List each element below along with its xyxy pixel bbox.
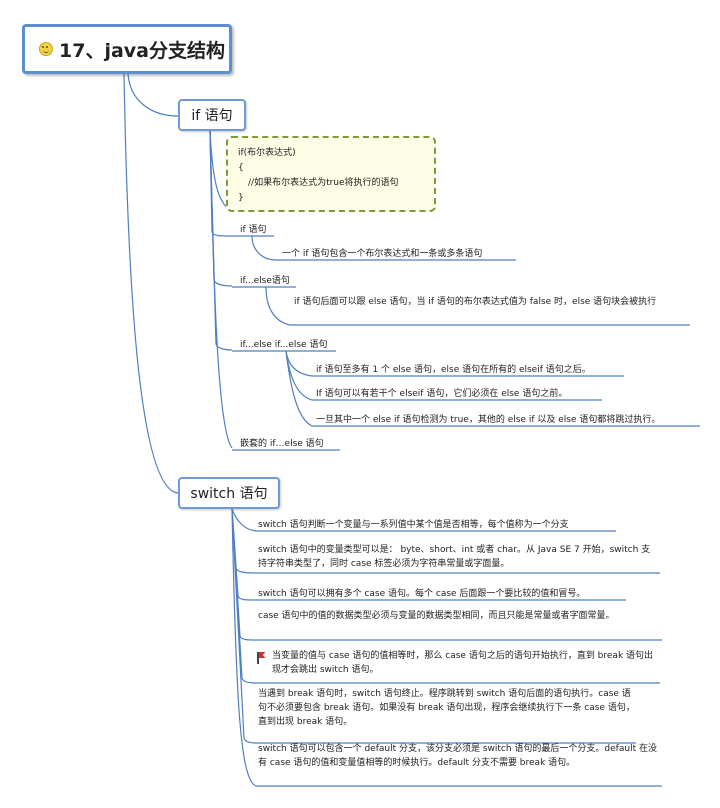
- smiley-icon: [39, 42, 53, 56]
- root-title: 17、java分支结构: [59, 39, 225, 62]
- switch-branch-label: switch 语句: [190, 486, 268, 502]
- switch-item-2[interactable]: switch 语句中的变量类型可以是： byte、short、int 或者 ch…: [258, 545, 651, 569]
- code-line-3: //如果布尔表达式为true将执行的语句: [248, 178, 399, 188]
- if-else-if-item-1[interactable]: if 语句至多有 1 个 else 语句，else 语句在所有的 elseif …: [316, 365, 591, 375]
- root-node[interactable]: 17、java分支结构: [22, 24, 232, 74]
- if-branch-label: if 语句: [191, 108, 233, 124]
- switch-item-7[interactable]: switch 语句可以包含一个 default 分支，该分支必须是 switch…: [258, 744, 657, 768]
- switch-item-4[interactable]: case 语句中的值的数据类型必须与变量的数据类型相同，而且只能是常量或者字面常…: [258, 611, 615, 621]
- switch-branch-node[interactable]: switch 语句: [178, 477, 280, 509]
- if-else-if-node[interactable]: if...else if...else 语句: [240, 340, 328, 350]
- code-line-4: }: [238, 193, 244, 203]
- if-node-desc[interactable]: 一个 if 语句包含一个布尔表达式和一条或多条语句: [282, 249, 483, 259]
- if-else-if-item-2[interactable]: If 语句可以有若干个 elseif 语句，它们必须在 else 语句之前。: [316, 389, 568, 399]
- if-branch-node[interactable]: if 语句: [178, 99, 246, 131]
- if-else-node[interactable]: if...else语句: [240, 276, 290, 286]
- if-node[interactable]: if 语句: [240, 225, 267, 235]
- code-line-2: {: [238, 163, 244, 173]
- switch-item-5[interactable]: 当变量的值与 case 语句的值相等时，那么 case 语句之后的语句开始执行，…: [272, 651, 654, 675]
- code-box[interactable]: if(布尔表达式) { //如果布尔表达式为true将执行的语句 }: [226, 136, 436, 212]
- switch-item-6[interactable]: 当遇到 break 语句时，switch 语句终止。程序跳转到 switch 语…: [258, 689, 635, 727]
- code-line-1: if(布尔表达式): [238, 148, 296, 158]
- switch-item-1[interactable]: switch 语句判断一个变量与一系列值中某个值是否相等，每个值称为一个分支: [258, 520, 569, 530]
- switch-item-3[interactable]: switch 语句可以拥有多个 case 语句。每个 case 后面跟一个要比较…: [258, 589, 586, 599]
- if-else-if-item-3[interactable]: 一旦其中一个 else if 语句检测为 true，其他的 else if 以及…: [316, 415, 661, 425]
- if-else-node-desc[interactable]: if 语句后面可以跟 else 语句，当 if 语句的布尔表达式值为 false…: [294, 297, 657, 307]
- red-flag-icon: [257, 652, 267, 664]
- nested-if-node[interactable]: 嵌套的 if…else 语句: [240, 439, 324, 449]
